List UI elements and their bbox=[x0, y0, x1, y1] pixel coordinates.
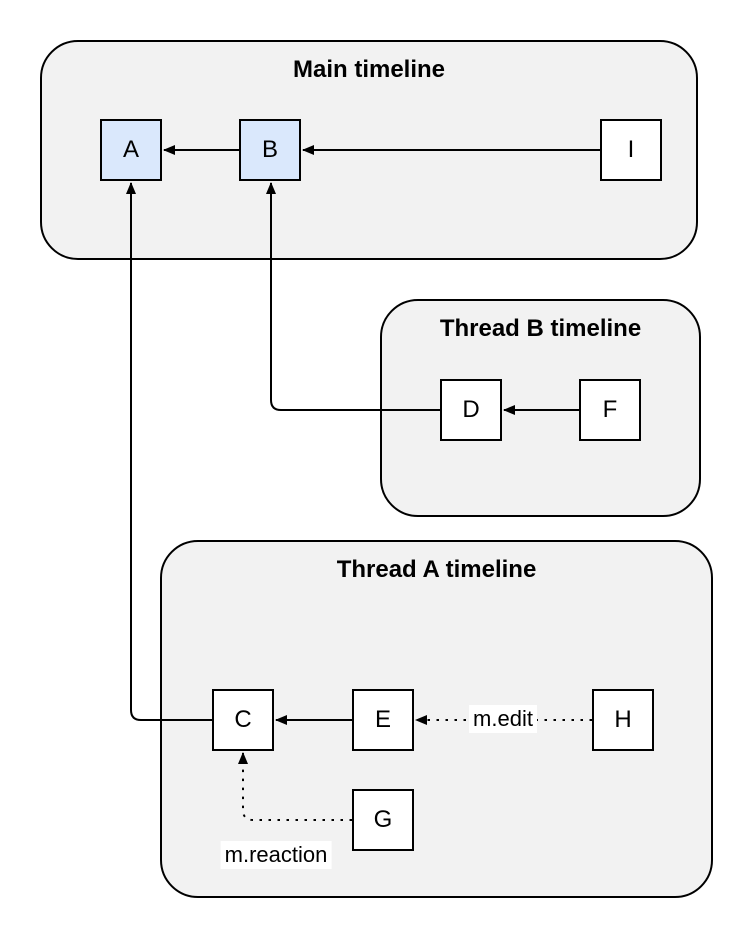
node-G-label: G bbox=[373, 806, 393, 833]
node-A-label: A bbox=[122, 136, 139, 163]
node-D-label: D bbox=[462, 396, 480, 423]
thread-a-timeline-title: Thread A timeline bbox=[336, 556, 537, 583]
node-C-label: C bbox=[234, 706, 252, 733]
node-B-label: B bbox=[261, 136, 278, 163]
edge-label-m-reaction: m.reaction bbox=[220, 841, 332, 869]
node-B: B bbox=[239, 119, 301, 181]
edge-d-to-b bbox=[266, 182, 440, 411]
thread-b-timeline-container: Thread B timeline bbox=[380, 299, 701, 517]
node-I-label: I bbox=[627, 136, 635, 163]
main-timeline-title: Main timeline bbox=[292, 56, 446, 83]
node-A: A bbox=[100, 119, 162, 181]
node-E: E bbox=[352, 689, 414, 751]
node-I: I bbox=[600, 119, 662, 181]
thread-b-timeline-title: Thread B timeline bbox=[439, 315, 642, 342]
node-F: F bbox=[579, 379, 641, 441]
edge-c-to-a bbox=[126, 182, 212, 721]
node-G: G bbox=[352, 789, 414, 851]
node-E-label: E bbox=[374, 706, 391, 733]
node-C: C bbox=[212, 689, 274, 751]
node-F-label: F bbox=[602, 396, 618, 423]
edge-g-to-c-m-reaction bbox=[238, 752, 352, 821]
node-D: D bbox=[440, 379, 502, 441]
node-H-label: H bbox=[614, 706, 632, 733]
edge-label-m-edit: m.edit bbox=[469, 705, 537, 733]
node-H: H bbox=[592, 689, 654, 751]
